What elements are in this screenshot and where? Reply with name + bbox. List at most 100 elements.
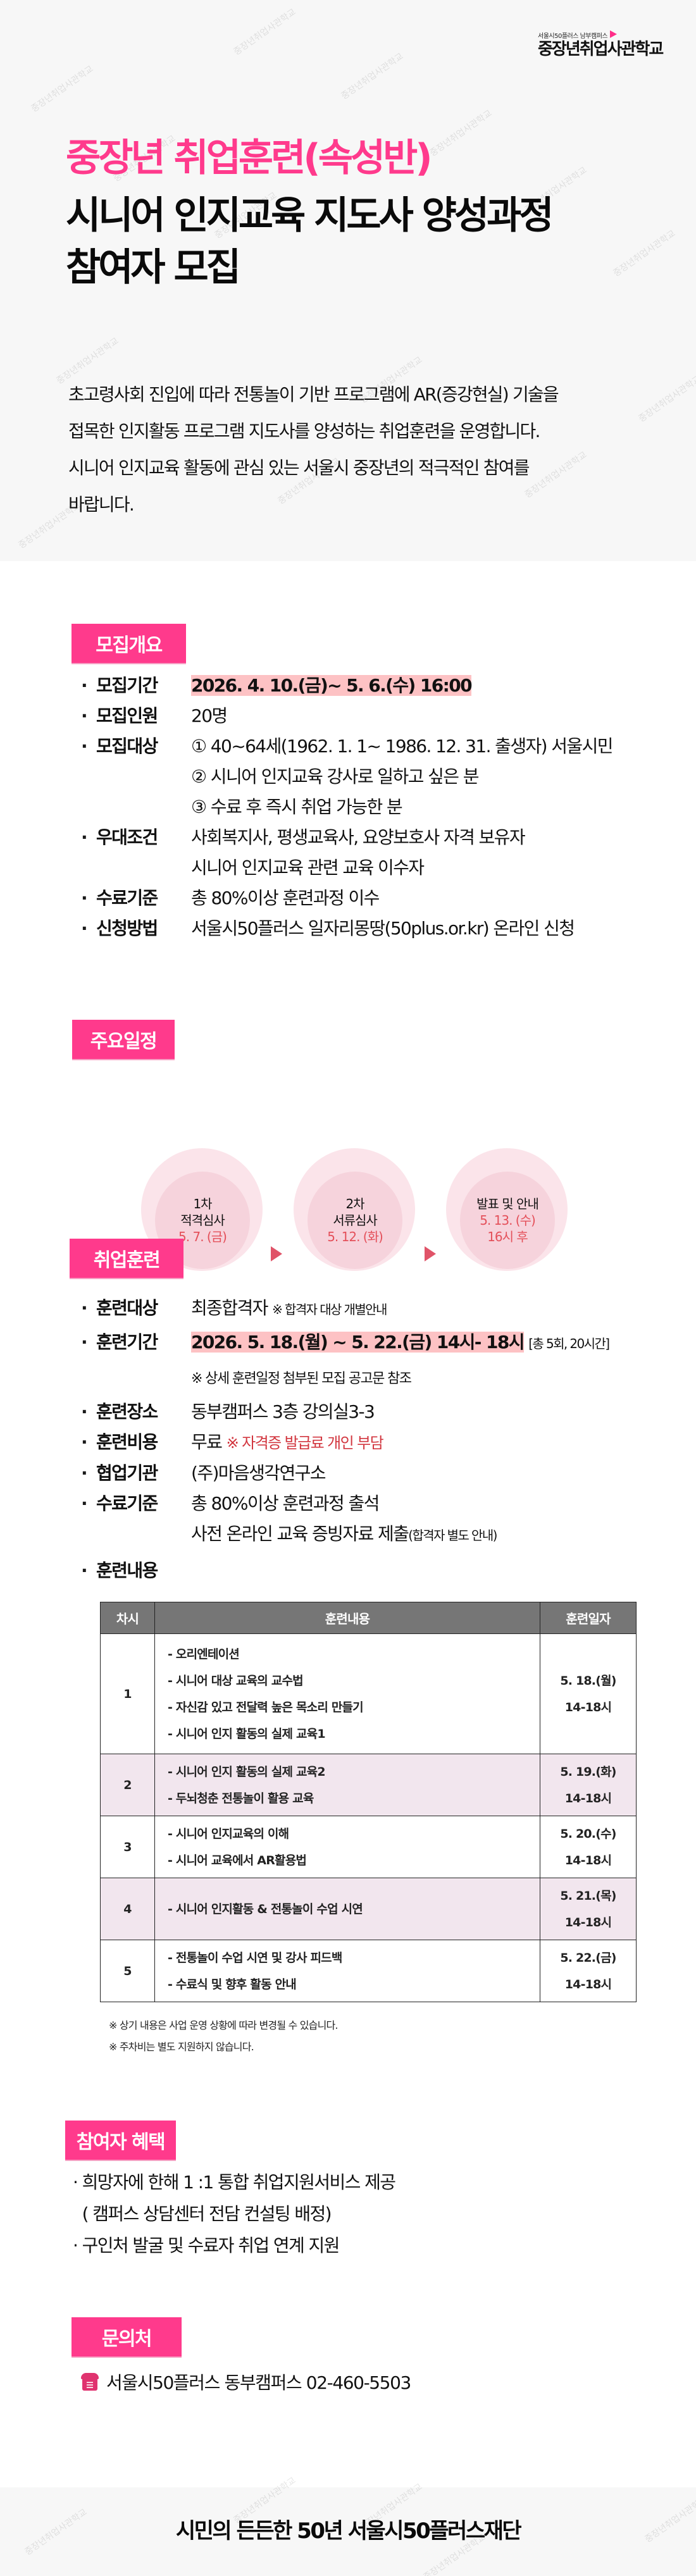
date-text: 5. 21.(목) (560, 1888, 616, 1903)
session-number: 3 (100, 1816, 155, 1878)
row-value: 최종합격자 (191, 1297, 268, 1318)
session-date: 5. 19.(화) 14-18시 (540, 1754, 637, 1816)
table-row: 2 - 시니어 인지 활동의 실제 교육2 - 두뇌청춘 전통놀이 활용 교육 … (100, 1754, 637, 1816)
bullet: · (81, 1432, 88, 1452)
session-content: - 오리엔테이션 - 시니어 대상 교육의 교수법 - 자신감 있고 전달력 높… (154, 1633, 540, 1754)
row-label: 훈련비용 (96, 1432, 158, 1452)
title-line-3: 참여자 모집 (66, 245, 241, 290)
content-item: - 시니어 교육에서 AR활용법 (168, 1853, 307, 1867)
training-row-partner: · 협업기관 (주)마음생각연구소 (81, 1458, 609, 1489)
row-label: 훈련장소 (96, 1401, 158, 1422)
overview-row-target: · 모집대상 ① 40~64세(1962. 1. 1~ 1986. 12. 31… (81, 731, 614, 762)
overview-row-period: · 모집기간 2026. 4. 10.(금)~ 5. 6.(수) 16:00 (81, 671, 612, 701)
arrow-right-icon (425, 1246, 436, 1261)
training-row-completion: · 수료기준 총 80%이상 훈련과정 출석 (81, 1489, 609, 1519)
table-notes: ※ 상기 내용은 사업 운영 상황에 따라 변경될 수 있습니다. ※ 주차비는… (109, 2015, 339, 2058)
apply-method-value: 서울시50플러스 일자리몽땅(50plus.or.kr) 온라인 신청 (191, 918, 575, 939)
overview-list: · 모집기간 2026. 4. 10.(금)~ 5. 6.(수) 16:00 ·… (81, 671, 614, 944)
section-badge-contact: 문의처 (71, 2317, 182, 2358)
step-date: 5. 7. (금) (178, 1229, 227, 1244)
table-row: 5 - 전통놀이 수업 시연 및 강사 피드백 - 수료식 및 향후 활동 안내… (100, 1940, 637, 2002)
row-value: ③ 수료 후 즉시 취업 가능한 분 (191, 796, 403, 817)
watermark: 중장년취업사관학교 (339, 51, 406, 102)
time-text: 14-18시 (564, 1853, 612, 1867)
step-title: 1차 (193, 1196, 212, 1211)
table-row: 3 - 시니어 인지교육의 이해 - 시니어 교육에서 AR활용법 5. 20.… (100, 1816, 637, 1878)
row-note: ※ 자격증 발급료 개인 부담 (226, 1434, 384, 1452)
time-text: 14-18시 (564, 1700, 612, 1714)
row-label: 훈련대상 (96, 1297, 158, 1318)
benefit-item-detail: ( 캠퍼스 상담센터 전담 컨설팅 배정) (73, 2203, 332, 2224)
watermark: 중장년취업사관학교 (428, 108, 494, 159)
training-row-completion-2: ·- 사전 온라인 교육 증빙자료 제출(합격자 별도 안내) (81, 1519, 609, 1551)
overview-row-completion: · 수료기준 총 80%이상 훈련과정 이수 (81, 883, 612, 913)
footer: 중장년취업사관학교 중장년취업사관학교 중장년취업사관학교 중장년취업사관학교 … (0, 2475, 696, 2576)
training-row-period: · 훈련기간 2026. 5. 18.(월) ~ 5. 22.(금) 14시- … (81, 1327, 610, 1359)
section-badge-training: 취업훈련 (70, 1239, 183, 1279)
title-highlight: 중장년 취업훈련(속성반) (66, 136, 433, 180)
bullet: · (81, 705, 88, 726)
intro-line: 바랍니다. (68, 494, 135, 515)
row-note: ※ 상세 훈련일정 첨부된 모집 공고문 참조 (191, 1371, 412, 1387)
training-row-cost: · 훈련비용 무료 ※ 자격증 발급료 개인 부담 (81, 1427, 609, 1458)
row-value: 총 80%이상 훈련과정 출석 (191, 1493, 380, 1514)
session-date: 5. 20.(수) 14-18시 (540, 1816, 637, 1878)
content-item: - 수료식 및 향후 활동 안내 (168, 1977, 297, 1991)
row-value: 무료 (191, 1432, 223, 1452)
bullet: · (81, 1297, 88, 1318)
session-date: 5. 21.(목) 14-18시 (540, 1878, 637, 1940)
table-row: 4 - 시니어 인지활동 & 전통놀이 수업 시연 5. 21.(목) 14-1… (100, 1878, 637, 1940)
schedule-step-1: 1차 적격심사 5. 7. (금) (141, 1148, 263, 1271)
row-label: 모집기간 (96, 675, 158, 696)
campus-logo: 서울시50플러스 남부캠퍼스 중장년취업사관학교 (538, 30, 664, 59)
overview-row-preference-2: ·- 시니어 인지교육 관련 교육 이수자 (81, 853, 612, 883)
row-value: 시니어 인지교육 관련 교육 이수자 (191, 857, 425, 878)
content-item: - 시니어 대상 교육의 교수법 (168, 1673, 304, 1688)
session-date: 5. 18.(월) 14-18시 (540, 1633, 637, 1754)
bullet: · (81, 827, 88, 848)
flag-icon (610, 30, 618, 38)
content-item: - 자신감 있고 전달력 높은 목소리 만들기 (168, 1700, 364, 1714)
contact-text: 서울시50플러스 동부캠퍼스 02-460-5503 (106, 2372, 411, 2393)
note-line: ※ 상기 내용은 사업 운영 상황에 따라 변경될 수 있습니다. (109, 2019, 339, 2031)
bullet: · (81, 1332, 88, 1353)
session-content: - 전통놀이 수업 시연 및 강사 피드백 - 수료식 및 향후 활동 안내 (154, 1940, 540, 2002)
session-date: 5. 22.(금) 14-18시 (540, 1940, 637, 2002)
bullet: · (81, 918, 88, 939)
time-text: 14-18시 (564, 1977, 612, 1991)
row-note: ※ 합격자 대상 개별안내 (272, 1302, 387, 1317)
step-title: 발표 및 안내 (476, 1196, 539, 1211)
logo-subtitle: 서울시50플러스 남부캠퍼스 (538, 30, 662, 40)
row-label: 모집인원 (96, 705, 158, 726)
row-note: [총 5회, 20시간] (528, 1336, 610, 1351)
bullet: · (81, 1493, 88, 1514)
content-item: - 두뇌청춘 전통놀이 활용 교육 (168, 1791, 314, 1805)
row-value: ① 40~64세(1962. 1. 1~ 1986. 12. 31. 출생자) … (191, 736, 614, 757)
overview-row-count: · 모집인원 20명 (81, 701, 612, 731)
benefit-item: · 구인처 발굴 및 수료자 취업 연계 지원 (73, 2235, 340, 2256)
schedule-step-3: 발표 및 안내 5. 13. (수) 16시 후 (446, 1148, 568, 1271)
overview-row-preference: · 우대조건 사회복지사, 평생교육사, 요양보호사 자격 보유자 (81, 822, 612, 853)
step-subtitle: 적격심사 (180, 1213, 225, 1228)
training-period-value: 2026. 5. 18.(월) ~ 5. 22.(금) 14시- 18시 (191, 1332, 525, 1353)
row-label: 훈련내용 (96, 1560, 158, 1581)
watermark: 중장년취업사관학교 (232, 7, 298, 58)
row-label: 훈련기간 (96, 1332, 158, 1353)
bullet: · (81, 675, 88, 696)
foundation-slogan: 시민의 든든한 50년 서울시50플러스재단 (175, 2518, 522, 2544)
row-label: 신청방법 (96, 918, 158, 939)
intro-line: 초고령사회 진입에 따라 전통놀이 기반 프로그램에 AR(증강현실) 기술을 (68, 384, 559, 405)
date-text: 5. 22.(금) (560, 1950, 616, 1965)
section-badge-benefits: 참여자 혜택 (65, 2121, 176, 2161)
date-text: 5. 18.(월) (560, 1673, 616, 1688)
bullet: · (81, 1560, 88, 1581)
watermark: 중장년취업사관학교 (23, 2507, 89, 2558)
page-title: 시니어 인지교육 지도사 양성과정 참여자 모집 (66, 190, 554, 294)
logo-sub-text: 서울시50플러스 남부캠퍼스 (538, 33, 608, 40)
content-item: - 시니어 인지 활동의 실제 교육2 (168, 1764, 326, 1779)
bullet: · (81, 1463, 88, 1483)
logo-main-text: 중장년취업사관학교 (538, 40, 664, 59)
content-item: - 시니어 인지 활동의 실제 교육1 (168, 1726, 326, 1741)
step-time: 16시 후 (487, 1229, 528, 1244)
